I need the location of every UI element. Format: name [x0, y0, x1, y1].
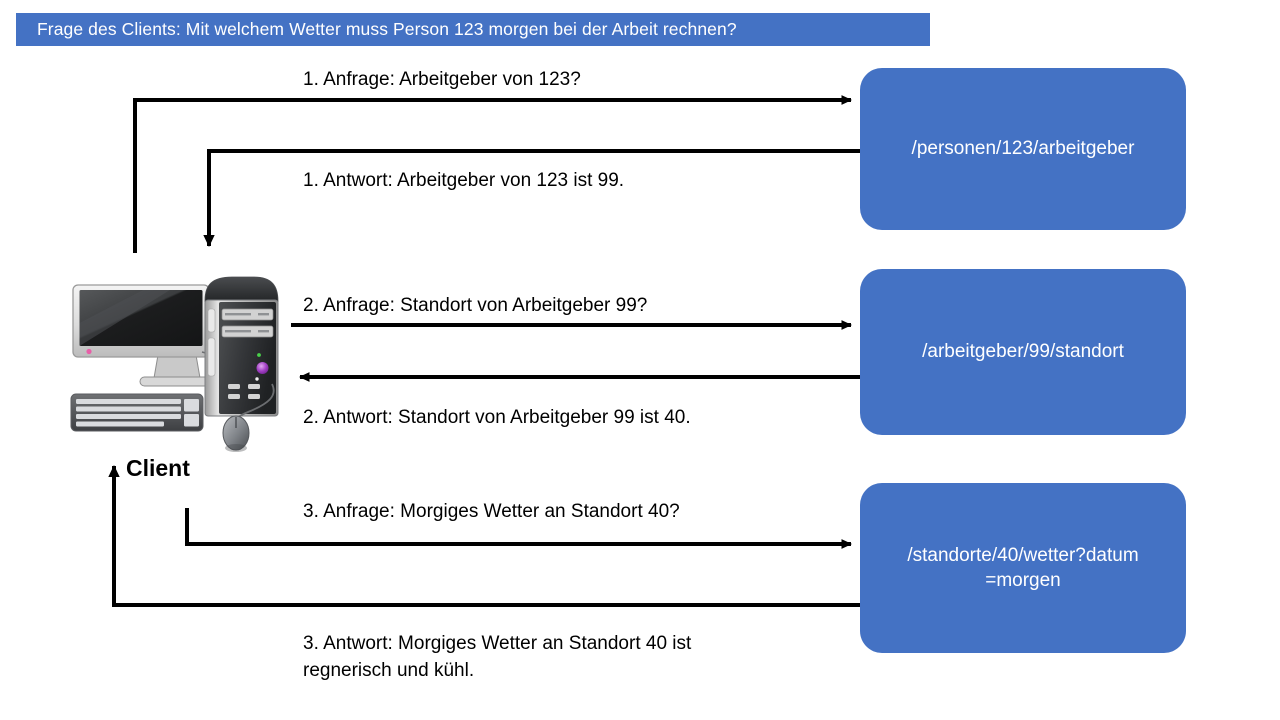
endpoint-label: /standorte/40/wetter?datum =morgen [907, 544, 1139, 591]
mouse-icon [222, 383, 275, 452]
endpoint-box-standorte[interactable]: /standorte/40/wetter?datum =morgen [860, 483, 1186, 653]
power-button-icon[interactable] [256, 362, 269, 374]
message-label-request-2: 2. Anfrage: Standort von Arbeitgeber 99? [303, 295, 648, 316]
monitor-screen-icon [79, 290, 203, 346]
message-label-response-1: 1. Antwort: Arbeitgeber von 123 ist 99. [303, 170, 625, 191]
message-label-response-2: 2. Antwort: Standort von Arbeitgeber 99 … [303, 407, 691, 428]
endpoint-box-arbeitgeber[interactable]: /arbeitgeber/99/standort [860, 269, 1186, 435]
arrow-response-3 [108, 465, 860, 607]
message-label-request-1: 1. Anfrage: Arbeitgeber von 123? [303, 69, 581, 90]
message-label-response-3: 3. Antwort: Morgiges Wetter an Standort … [303, 633, 692, 681]
monitor-stand-icon [139, 354, 215, 387]
desktop-computer-icon [70, 276, 279, 452]
arrow-request-1 [133, 95, 852, 253]
message-label-request-3: 3. Anfrage: Morgiges Wetter an Standort … [303, 501, 680, 522]
endpoint-label: /arbeitgeber/99/standort [922, 341, 1124, 363]
endpoint-label: /personen/123/arbeitgeber [911, 138, 1135, 160]
arrow-response-1 [203, 149, 860, 247]
title-banner: Frage des Clients: Mit welchem Wetter mu… [16, 13, 930, 46]
client-label: Client [126, 455, 190, 481]
page-title: Frage des Clients: Mit welchem Wetter mu… [37, 19, 737, 39]
endpoint-box-personen[interactable]: /personen/123/arbeitgeber [860, 68, 1186, 230]
computer-tower-icon [204, 276, 279, 417]
keyboard-icon [70, 393, 204, 432]
arrow-request-3 [185, 508, 852, 549]
